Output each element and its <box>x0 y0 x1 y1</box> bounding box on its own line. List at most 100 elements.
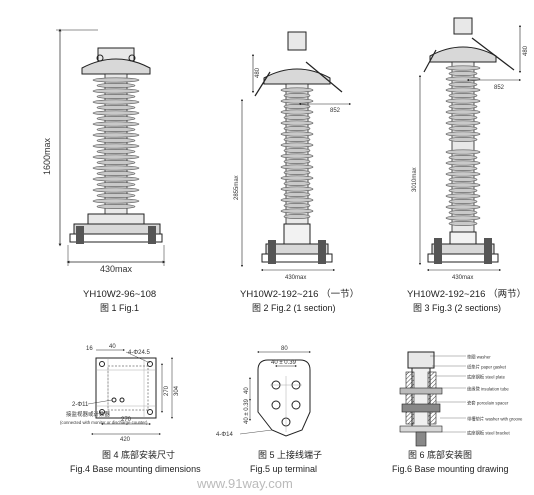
fig2-caption: 图 2 Fig.2 (1 section) <box>252 303 336 313</box>
fig6-part-label: 绝缘管 insulation tube <box>467 386 509 393</box>
fig2-shed <box>280 120 314 126</box>
fig4-dim-420: 420 <box>120 437 131 443</box>
fig1-shed <box>96 159 136 166</box>
fig3-arm-dimension: 852 <box>494 85 505 91</box>
fig1-model: YH10W2-96~108 <box>83 289 156 300</box>
fig4-note-cn: 接监视器或计数器 <box>66 410 111 418</box>
fig6-part-label: 带槽垫片 washer with groove <box>467 416 523 423</box>
fig3-shed <box>448 70 478 77</box>
figure-2-arrester: 480 2855max 852 430max YH10W2-192~216 （一… <box>234 31 359 313</box>
fig2-shed <box>280 98 314 104</box>
fig3-shed <box>448 176 478 183</box>
fig4-dim-16: 16 <box>86 346 93 352</box>
fig3-shed <box>448 198 478 205</box>
fig3-shed <box>448 125 478 132</box>
fig4-caption-cn: 图 4 底部安装尺寸 <box>102 449 175 460</box>
figure-4-base-mounting: 16 40 4-Φ24.5 270 304 270 420 2-Φ11 接监视器… <box>60 344 201 474</box>
fig1-shed <box>96 181 136 188</box>
fig1-shed <box>96 148 136 155</box>
fig6-caption-en: Fig.6 Base mounting drawing <box>392 464 509 474</box>
fig3-shed <box>448 81 478 88</box>
fig1-shed <box>92 110 140 116</box>
fig2-shed <box>283 136 311 143</box>
fig3-shed <box>448 136 478 143</box>
fig3-shed <box>445 215 481 221</box>
fig1-caption: 图 1 Fig.1 <box>100 303 139 313</box>
fig4-dim-40: 40 <box>109 344 116 350</box>
fig3-caption: 图 3 Fig.3 (2 sections) <box>413 303 501 313</box>
fig1-shed <box>92 99 140 105</box>
fig3-shed <box>445 98 481 104</box>
fig6-part-label: 垫圈 washer <box>467 354 491 361</box>
fig2-shed <box>280 131 314 137</box>
fig3-model: YH10W2-192~216 （两节） <box>407 288 526 300</box>
fig2-shed <box>280 186 314 192</box>
fig2-shed <box>280 197 314 203</box>
porcelain-sheds-fig2 <box>280 87 314 220</box>
fig2-shed <box>283 169 311 176</box>
fig3-shed <box>448 154 478 161</box>
fig1-shed <box>96 137 136 144</box>
fig1-shed <box>96 104 136 111</box>
fig2-top-dimension: 480 <box>255 67 261 78</box>
fig5-hole-label: 4-Φ14 <box>216 432 233 438</box>
fig4-caption-en: Fig.4 Base mounting dimensions <box>70 464 201 474</box>
fig3-shed <box>445 65 481 71</box>
figure-6-base-mounting-drawing: 垫圈 washer 纸垫片 paper gasket 底座钢板 steel plat… <box>392 351 523 474</box>
fig2-height-dimension: 2855max <box>234 175 240 200</box>
fig2-width-dimension: 430max <box>285 275 306 281</box>
fig2-shed <box>283 158 311 165</box>
fig1-shed <box>92 154 140 160</box>
fig3-shed <box>445 76 481 82</box>
fig1-shed <box>92 88 140 94</box>
fig2-shed <box>280 109 314 115</box>
fig1-shed <box>96 82 136 89</box>
fig5-dim-40-vertical: 40 <box>244 387 250 394</box>
fig2-shed <box>280 142 314 148</box>
fig5-caption-en: Fig.5 up terminal <box>250 464 317 474</box>
watermark: www.91way.com <box>196 476 293 491</box>
fig3-shed <box>448 114 478 121</box>
fig4-hole-label: 4-Φ24.5 <box>128 350 150 356</box>
fig4-terminal-label: 2-Φ11 <box>72 402 89 408</box>
fig5-dim-40-vertical-2: 40 ± 0.39 <box>244 398 250 424</box>
fig6-part-labels: 垫圈 washer 纸垫片 paper gasket 底座钢板 steel plat… <box>467 354 523 437</box>
fig3-shed <box>445 120 481 126</box>
fig2-shed <box>280 164 314 170</box>
fig3-shed <box>445 149 481 155</box>
fig1-height-dimension: 1600max <box>42 137 52 175</box>
fig3-shed <box>445 182 481 188</box>
fig5-caption-cn: 图 5 上接线端子 <box>258 449 322 460</box>
fig3-shed <box>445 131 481 137</box>
fig1-shed <box>92 121 140 127</box>
fig1-shed <box>92 176 140 182</box>
porcelain-sheds-fig1 <box>92 77 140 210</box>
fig2-model: YH10W2-192~216 （一节） <box>240 288 359 300</box>
fig3-shed <box>445 193 481 199</box>
fig3-shed <box>445 171 481 177</box>
fig3-shed <box>448 209 478 216</box>
fig4-note-en: (connected with monitor or discharge cou… <box>60 420 148 425</box>
fig4-dim-304: 304 <box>174 385 180 396</box>
fig1-shed <box>96 93 136 100</box>
fig2-shed <box>283 125 311 132</box>
fig6-part-label: 底座钢板 steel plate <box>467 374 506 381</box>
fig6-part-label: 瓷套 porcelain spacer <box>467 400 509 407</box>
fig2-shed <box>280 153 314 159</box>
fig2-shed <box>283 114 311 121</box>
fig1-shed <box>92 77 140 83</box>
fig6-part-label: 底座钢板 steel bracket <box>467 430 511 437</box>
fig5-dim-80: 80 <box>281 346 288 352</box>
fig3-shed <box>448 92 478 99</box>
fig3-shed <box>445 87 481 93</box>
fig2-shed <box>283 202 311 209</box>
fig2-shed <box>283 213 311 220</box>
fig1-shed <box>96 203 136 210</box>
fig6-part-label: 纸垫片 paper gasket <box>467 364 507 371</box>
fig3-shed <box>448 103 478 110</box>
figure-5-up-terminal: 80 40 ± 0.39 40 40 ± 0.39 4-Φ14 图 5 上接线端… <box>216 346 322 474</box>
fig3-height-dimension: 3010max <box>412 167 418 192</box>
fig2-shed <box>283 147 311 154</box>
fig3-shed <box>448 187 478 194</box>
